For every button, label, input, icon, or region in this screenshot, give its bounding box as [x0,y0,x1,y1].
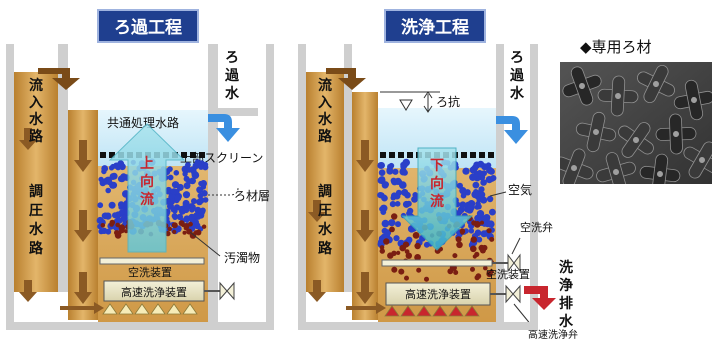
air-wash-device-label: 空洗装置 [486,267,530,281]
pressure-channel-label: 調圧水路 [29,183,44,257]
high-speed-wash-valve-label: 高速洗浄弁 [528,328,578,341]
valve-icon [505,284,521,304]
media-photo-panel: ◆専用ろ材 [560,38,712,184]
high-speed-wash-device-label: 高速洗浄装置 [405,287,471,301]
inflow-arrow [326,68,366,90]
wash-nozzles [384,305,480,317]
filtered-water-label: ろ過水 [224,50,240,102]
filtered-water-label: ろ過水 [509,50,525,102]
air-wash-device [381,259,493,267]
pressure-flow-arrows [19,128,92,304]
inflow-channel-label: 流入水路 [29,77,44,145]
high-speed-wash-device-label: 高速洗浄装置 [121,285,187,299]
filter-media-pieces [560,62,712,184]
sludge-label: 汚濁物 [224,251,260,265]
resistance-label: ろ抗 [436,94,460,109]
wash-drain-label: 洗浄排水 [559,259,574,330]
outflow-stub [504,64,530,116]
upflow-arrow [108,123,186,253]
upper-screen-label: 上部スクリーン [180,150,263,165]
outflow-stub [218,64,266,114]
valve-icon [507,253,521,273]
media-photo-caption: ◆専用ろ材 [580,38,652,56]
outflow-arrow-icon [496,116,528,144]
washing-panel: ろ抗 下向流 空気 空洗弁 空洗装置 高速洗浄装置 高速洗浄弁 [298,9,578,341]
pressure-channel-label: 調圧水路 [318,183,333,257]
air-wash-device-label: 空洗装置 [128,265,172,279]
flow-direction-label: 下向流 [430,158,444,210]
washing-title-badge [384,9,486,43]
water-level-triangle-icon [399,99,413,111]
media-layer-label: ろ材層 [234,189,270,203]
outflow-arrow-icon [208,114,240,142]
filtration-title-badge [97,9,199,43]
washing-title: 洗浄工程 [401,17,469,38]
valve-icon [219,281,235,301]
inflow-pipe [14,72,58,292]
wash-nozzles [102,303,198,315]
air-wash-device [99,257,205,265]
drain-arrow-icon [524,286,556,310]
inflow-channel-label: 流入水路 [318,77,333,145]
inflow-arrow [38,68,80,90]
flow-direction-label: 上向流 [140,156,154,208]
filtration-title: ろ過工程 [114,18,182,38]
downflow-arrow [400,147,474,251]
filtration-panel: 共通処理水路 上部スクリーン 上向流 ろ材層 汚濁物 空洗装置 高速洗浄装置 [6,9,274,330]
air-wash-valve-label: 空洗弁 [520,220,553,234]
pressure-flow-arrows [308,140,374,304]
air-label: 空気 [508,182,532,197]
inflow-pipe [306,72,344,292]
common-channel-label: 共通処理水路 [107,115,179,130]
